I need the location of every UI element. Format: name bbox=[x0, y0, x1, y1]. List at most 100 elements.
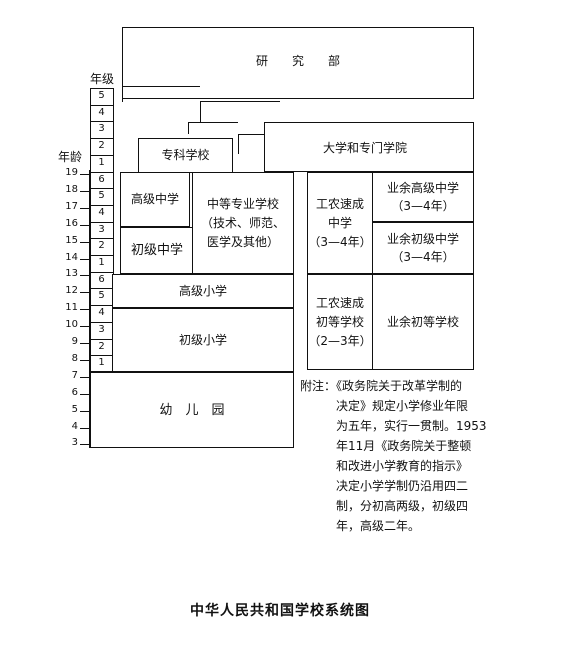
grade-divider bbox=[90, 338, 114, 340]
age-tick-mark bbox=[80, 376, 90, 378]
age-tick-mark bbox=[80, 359, 90, 361]
grade-cell: 2 bbox=[98, 140, 105, 152]
grade-cell: 6 bbox=[98, 173, 105, 185]
age-tick-mark bbox=[80, 174, 90, 175]
age-tick-mark bbox=[80, 343, 90, 344]
grade-header: 年级 bbox=[90, 72, 115, 86]
junior-middle-label: 初级中学 bbox=[130, 243, 183, 258]
grade-cell: 2 bbox=[98, 240, 105, 252]
grade-cell: 4 bbox=[98, 106, 105, 118]
senior-middle-label: 高级中学 bbox=[130, 192, 179, 206]
research-department-box: 研 究 部 bbox=[122, 27, 474, 99]
grade-divider bbox=[90, 238, 114, 240]
grade-cell: 1 bbox=[98, 156, 105, 168]
age-tick-label: 12 bbox=[65, 285, 78, 297]
lower-primary-box: 初级小学 bbox=[112, 308, 294, 372]
spare-elementary-box: 业余初等学校 bbox=[372, 274, 474, 370]
grade-divider bbox=[90, 154, 114, 156]
worker-peasant-middle-label: 工农速成 中学 （3—4年） bbox=[308, 196, 372, 249]
spare-junior-box: 业余初级中学 （3—4年） bbox=[372, 222, 474, 274]
grade-divider bbox=[90, 204, 114, 206]
grade-divider bbox=[90, 271, 114, 273]
secondary-vocational-label: 中等专业学校 （技术、师范、 医学及其他） bbox=[200, 196, 285, 249]
junior-college-label: 专科学校 bbox=[161, 148, 210, 162]
spare-elementary-label: 业余初等学校 bbox=[386, 314, 459, 329]
age-tick-label: 3 bbox=[71, 437, 78, 449]
grade-divider bbox=[90, 188, 114, 190]
age-tick-mark bbox=[80, 393, 90, 395]
secondary-vocational-box: 中等专业学校 （技术、师范、 医学及其他） bbox=[192, 172, 294, 274]
senior-middle-box: 高级中学 bbox=[120, 172, 190, 227]
grade-cell: 5 bbox=[98, 290, 105, 302]
age-tick-label: 19 bbox=[65, 167, 78, 178]
grade-divider bbox=[90, 171, 114, 173]
age-tick-mark bbox=[80, 326, 90, 328]
age-tick-mark bbox=[80, 275, 90, 277]
step-line bbox=[122, 86, 200, 102]
spare-junior-label: 业余初级中学 （3—4年） bbox=[386, 232, 459, 264]
junior-college-box: 专科学校 bbox=[138, 138, 233, 173]
grade-cell: 3 bbox=[98, 323, 105, 335]
step-line bbox=[238, 134, 264, 154]
grade-cell: 1 bbox=[98, 257, 105, 268]
age-tick-label: 15 bbox=[65, 234, 78, 246]
lower-primary-label: 初级小学 bbox=[178, 332, 227, 347]
spare-senior-label: 业余高级中学 （3—4年） bbox=[386, 181, 459, 213]
grade-divider bbox=[90, 355, 114, 357]
spare-senior-box: 业余高级中学 （3—4年） bbox=[372, 172, 474, 222]
grade-cell: 2 bbox=[98, 340, 105, 352]
age-tick-mark bbox=[80, 427, 90, 429]
worker-peasant-elementary-box: 工农速成 初等学校 （2—3年） bbox=[307, 274, 373, 370]
age-tick-mark bbox=[80, 190, 90, 192]
kindergarten-label: 幼 儿 园 bbox=[159, 402, 225, 418]
worker-peasant-elementary-label: 工农速成 初等学校 （2—3年） bbox=[308, 295, 372, 348]
step-line bbox=[200, 101, 280, 123]
grade-cell: 3 bbox=[98, 223, 105, 235]
grade-cell: 5 bbox=[98, 190, 105, 202]
grade-cell: 1 bbox=[98, 357, 105, 369]
age-tick-label: 13 bbox=[65, 268, 78, 280]
grade-cell: 5 bbox=[98, 90, 105, 101]
age-tick-mark bbox=[80, 444, 90, 446]
worker-peasant-middle-box: 工农速成 中学 （3—4年） bbox=[307, 172, 373, 274]
grade-divider bbox=[90, 255, 114, 256]
age-tick-label: 8 bbox=[71, 352, 78, 364]
age-tick-label: 6 bbox=[71, 386, 78, 398]
research-department-label: 研 究 部 bbox=[255, 53, 340, 68]
grade-divider bbox=[90, 288, 114, 290]
age-tick-label: 14 bbox=[65, 251, 78, 263]
higher-primary-label: 高级小学 bbox=[178, 283, 227, 298]
footnote: 附注：《政务院关于改革学制的 决定》规定小学修业年限 为五年，实行一贯制。195… bbox=[300, 379, 487, 533]
age-tick-label: 18 bbox=[65, 183, 78, 195]
grade-divider bbox=[90, 104, 114, 106]
figure-caption: 中华人民共和国学校系统图 bbox=[190, 603, 370, 619]
age-tick-mark bbox=[80, 224, 90, 226]
university-box: 大学和专门学院 bbox=[264, 122, 474, 172]
age-header: 年龄 bbox=[58, 150, 83, 164]
age-tick-label: 16 bbox=[65, 217, 78, 229]
grade-cell: 4 bbox=[98, 307, 105, 319]
grade-divider bbox=[90, 305, 114, 307]
age-tick-mark bbox=[80, 207, 90, 209]
age-tick-label: 7 bbox=[71, 369, 78, 381]
kindergarten-box: 幼 儿 园 bbox=[90, 372, 294, 448]
age-tick-label: 11 bbox=[65, 302, 78, 314]
age-tick-mark bbox=[80, 292, 90, 294]
age-axis-line bbox=[89, 170, 90, 448]
university-label: 大学和专门学院 bbox=[323, 141, 408, 155]
grade-cell: 4 bbox=[98, 206, 105, 218]
grade-column-frame bbox=[90, 88, 114, 372]
age-tick-mark bbox=[80, 258, 90, 260]
age-tick-label: 9 bbox=[71, 336, 78, 347]
junior-middle-box: 初级中学 bbox=[120, 227, 194, 274]
age-tick-label: 17 bbox=[65, 200, 78, 212]
grade-divider bbox=[90, 221, 114, 223]
grade-divider bbox=[90, 138, 114, 140]
higher-primary-box: 高级小学 bbox=[112, 274, 294, 308]
grade-cell: 6 bbox=[98, 273, 105, 285]
age-tick-label: 4 bbox=[71, 420, 78, 432]
grade-cell: 3 bbox=[98, 123, 105, 135]
grade-divider bbox=[90, 321, 114, 323]
grade-divider bbox=[90, 121, 114, 123]
age-tick-mark bbox=[80, 241, 90, 243]
